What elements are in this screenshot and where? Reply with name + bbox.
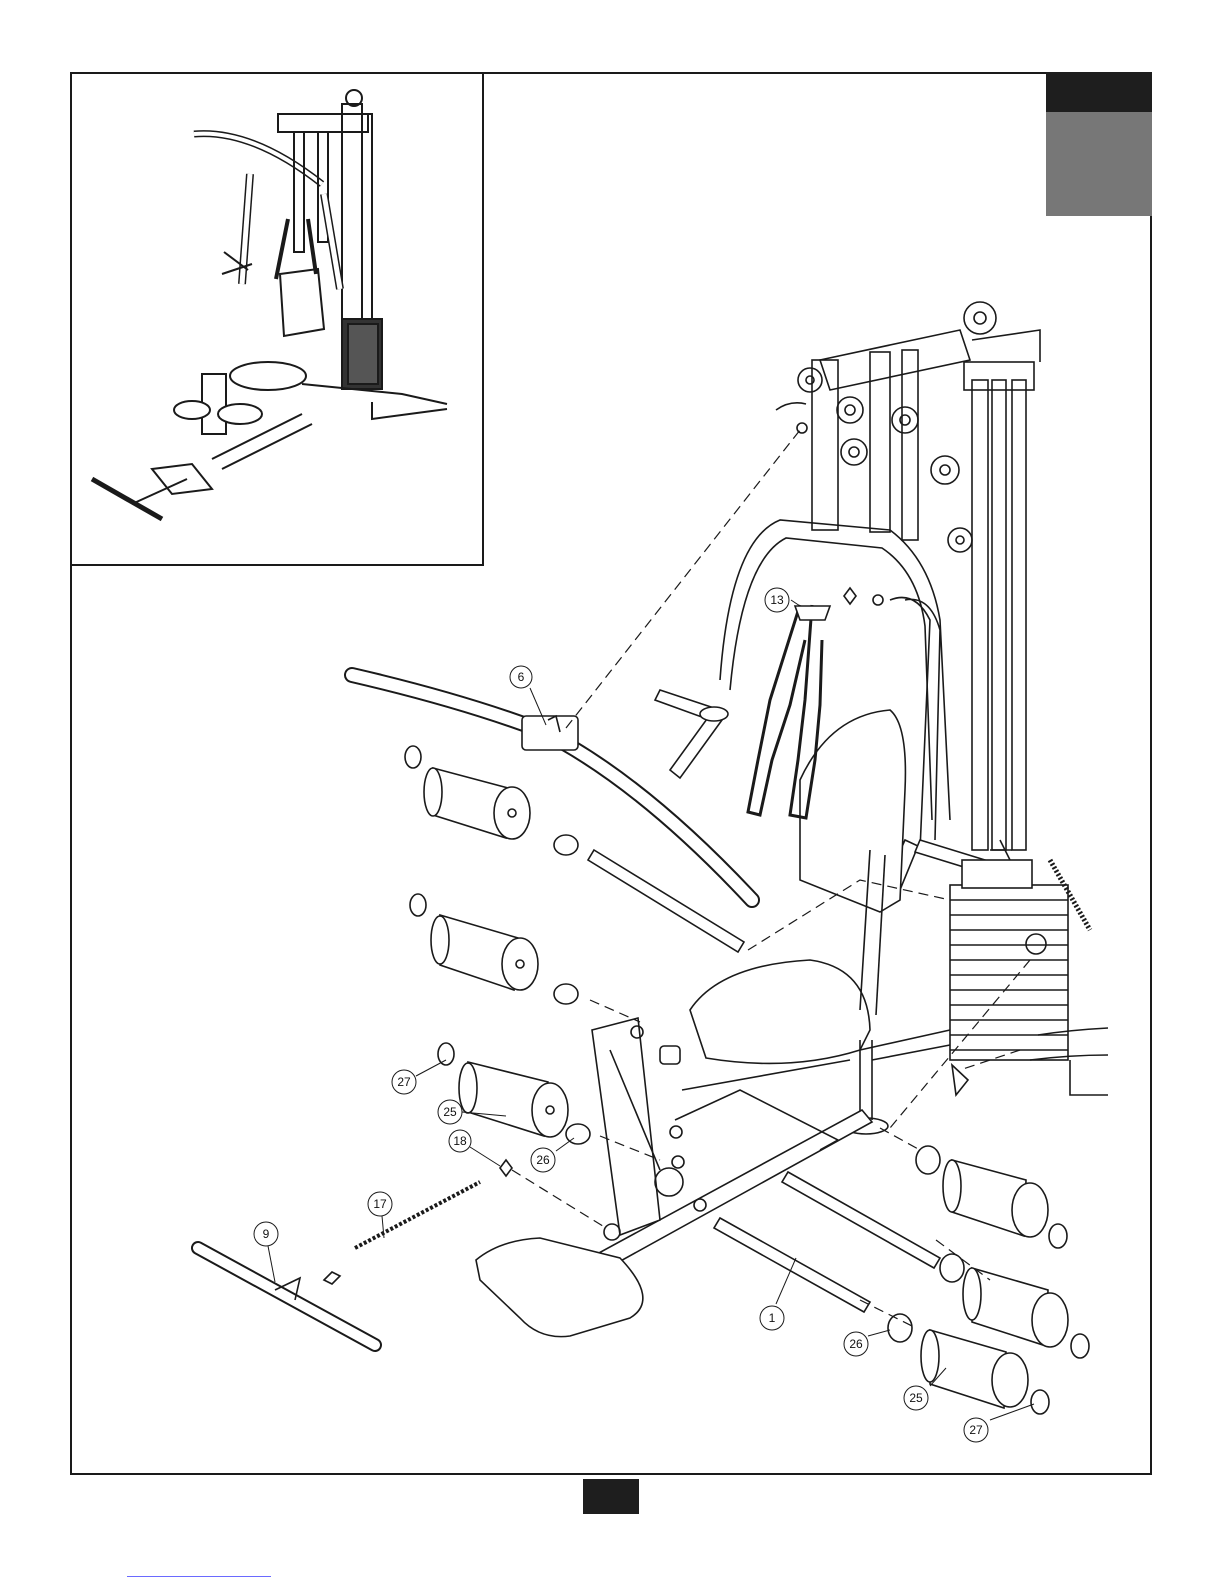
svg-text:6: 6 (518, 670, 525, 684)
callout-26-left: 26 (531, 1148, 555, 1172)
svg-text:26: 26 (849, 1337, 863, 1351)
rollers-right (714, 1146, 1089, 1414)
tower-uprights (964, 302, 1040, 850)
callout-25-left: 25 (438, 1100, 462, 1124)
svg-text:26: 26 (536, 1153, 550, 1167)
svg-text:18: 18 (453, 1134, 467, 1148)
callout-1: 1 (760, 1306, 784, 1330)
svg-text:25: 25 (443, 1105, 457, 1119)
callout-9: 9 (254, 1222, 278, 1246)
svg-text:17: 17 (373, 1197, 387, 1211)
svg-text:1: 1 (769, 1311, 776, 1325)
svg-text:25: 25 (909, 1391, 923, 1405)
callout-leaders (268, 600, 1034, 1420)
callout-27-right: 27 (964, 1418, 988, 1442)
seat-pad (690, 960, 870, 1063)
svg-text:27: 27 (969, 1423, 983, 1437)
weight-stack (950, 840, 1108, 1095)
upper-rollers-left (405, 746, 744, 1004)
svg-text:9: 9 (263, 1227, 270, 1241)
top-pulley-carriage (776, 330, 972, 552)
callout-6: 6 (510, 666, 532, 688)
callout-27-left: 27 (392, 1070, 416, 1094)
svg-text:13: 13 (770, 593, 784, 607)
callout-25-right: 25 (904, 1386, 928, 1410)
callout-26-right: 26 (844, 1332, 868, 1356)
callout-18: 18 (449, 1130, 471, 1152)
callout-13: 13 (765, 588, 789, 612)
chain-and-low-bar (198, 1182, 480, 1345)
svg-text:27: 27 (397, 1075, 411, 1089)
callout-17: 17 (368, 1192, 392, 1216)
